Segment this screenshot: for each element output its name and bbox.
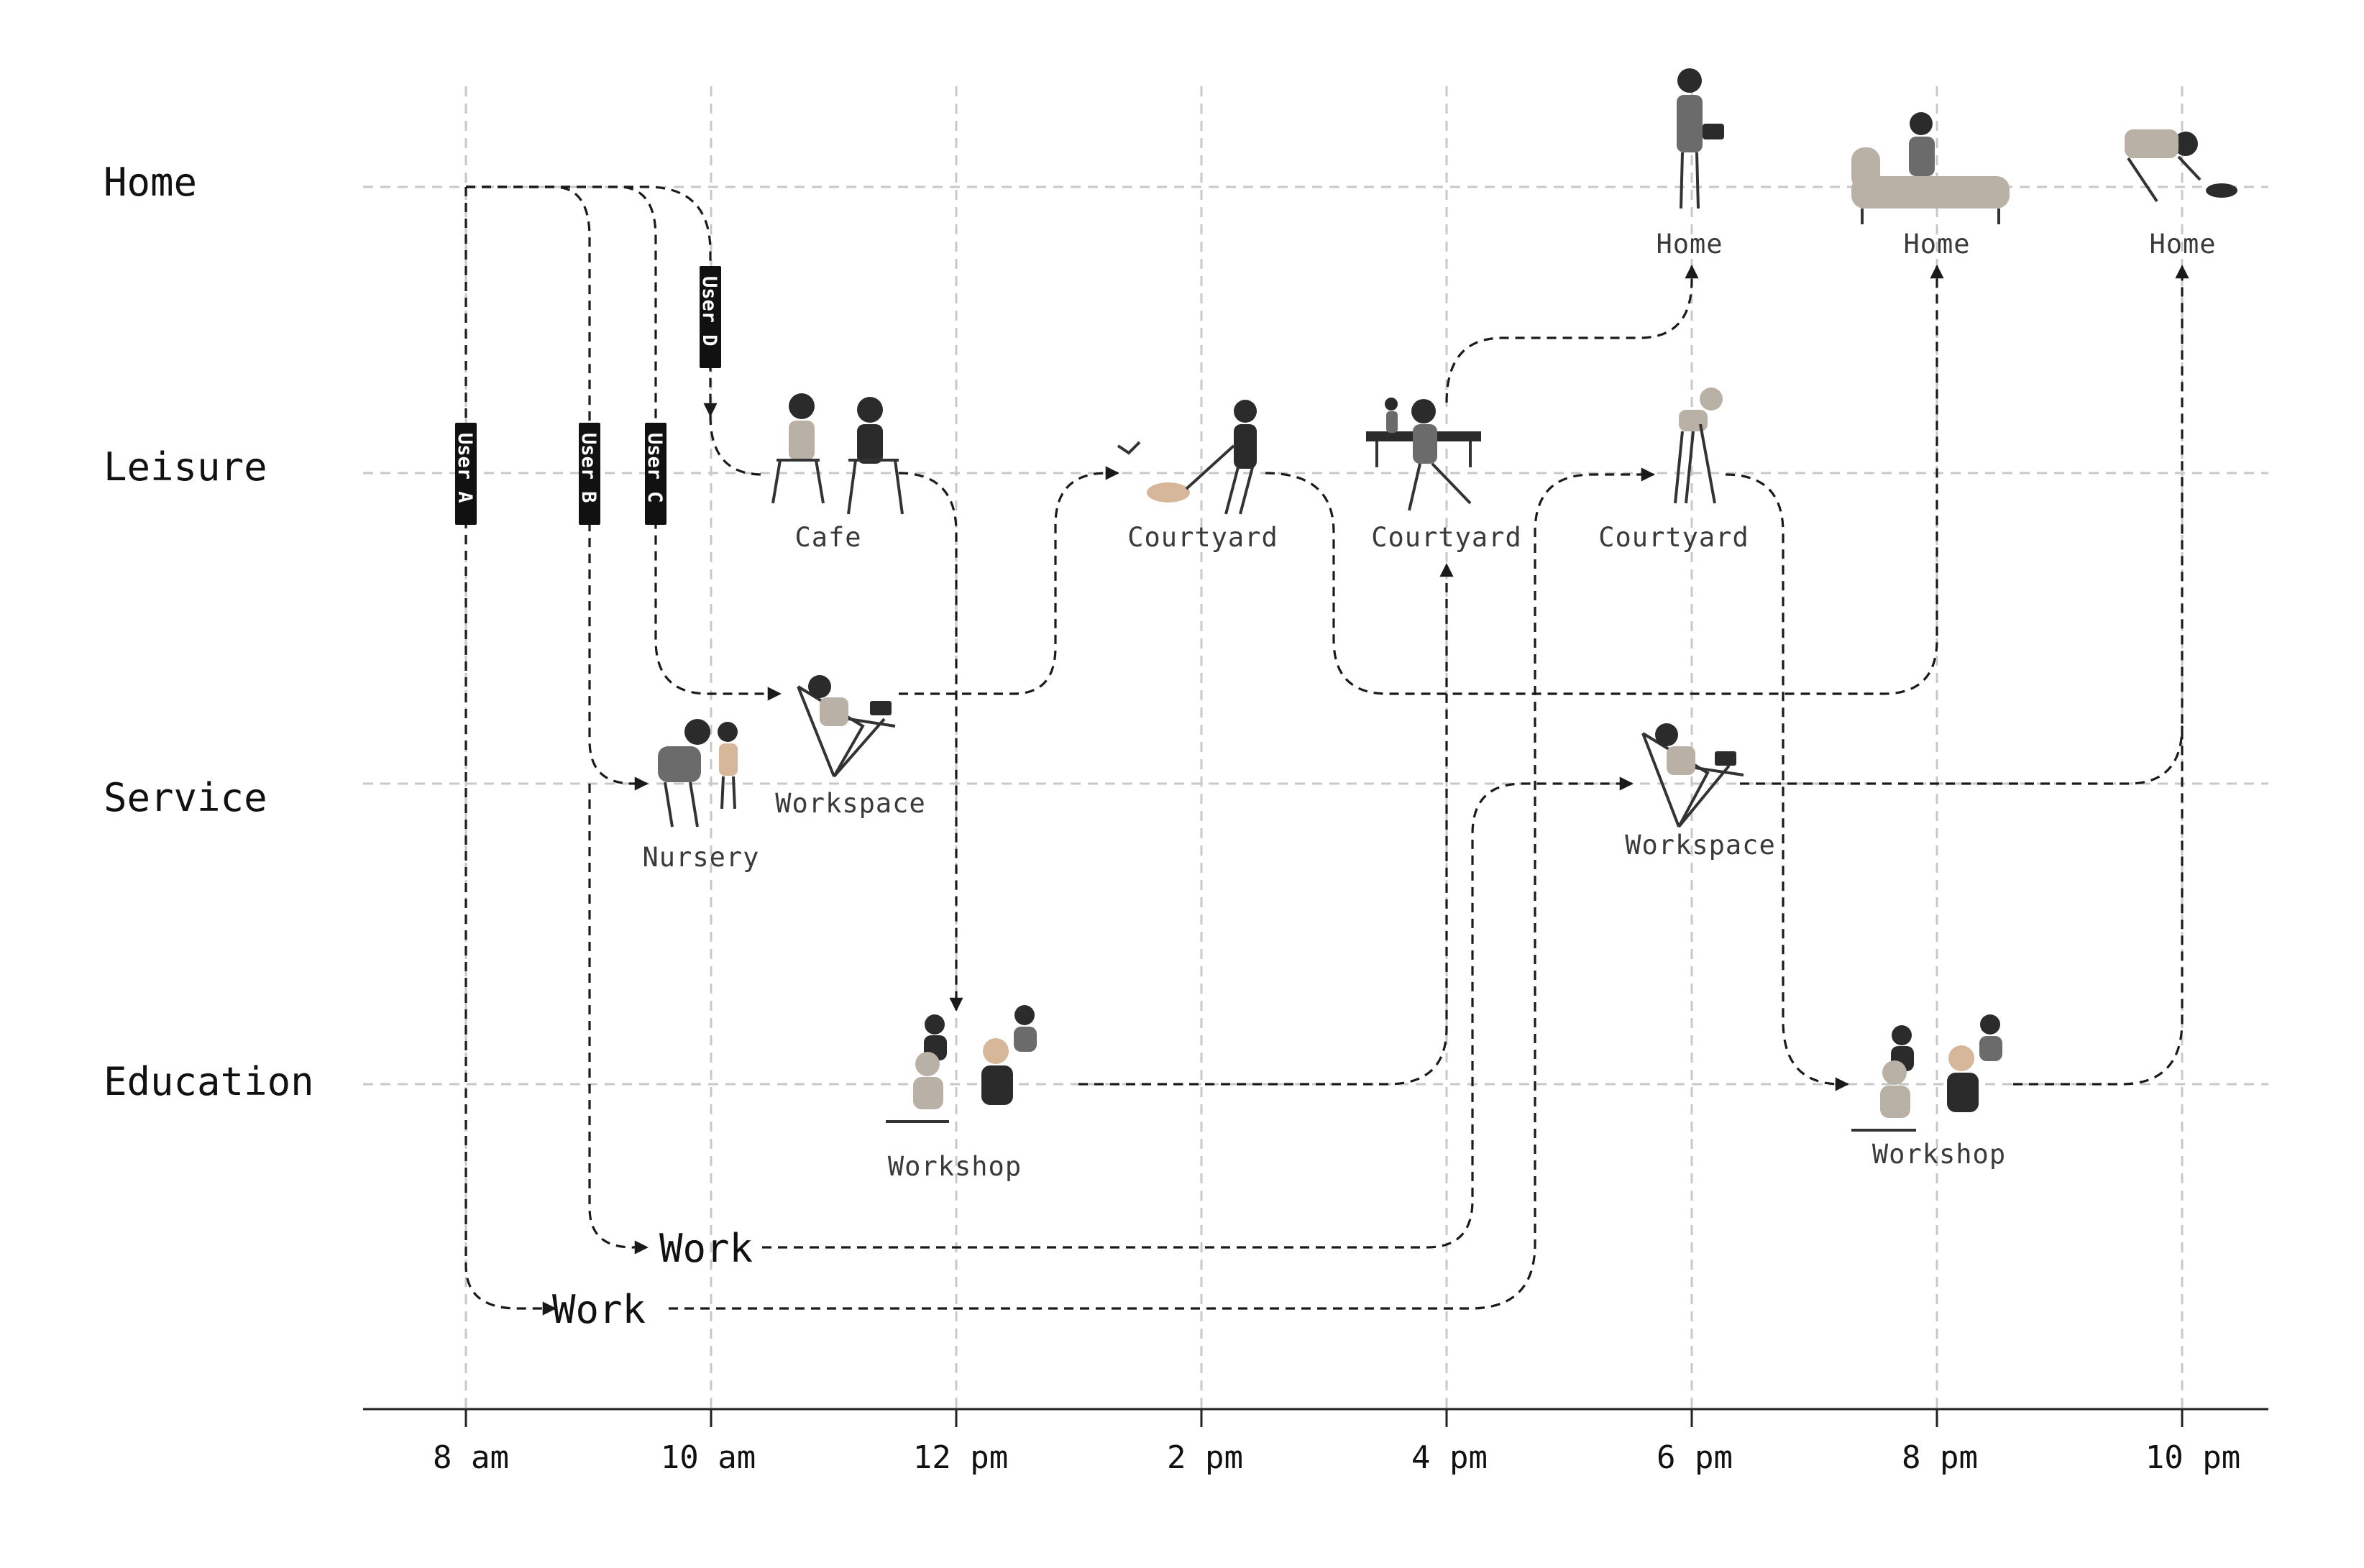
home-pet-person-icon <box>2125 129 2237 203</box>
category-label-service: Service <box>104 775 267 820</box>
axis-ticks <box>464 1409 2184 1427</box>
workshop-group-icon-2 <box>1851 1014 2002 1132</box>
svg-text:User D: User D <box>698 276 720 347</box>
place-labels: Cafe Courtyard Courtyard Courtyard Home … <box>643 229 2216 1182</box>
cafe-people-icon <box>771 393 904 515</box>
path-user-d-home-to-cafe <box>466 185 718 417</box>
tick-label-2pm: 2 pm <box>1167 1439 1243 1476</box>
place-label-home-2: Home <box>1903 229 1970 260</box>
tick-label-6pm: 6 pm <box>1657 1439 1733 1476</box>
svg-text:User B: User B <box>577 433 600 503</box>
tick-label-4pm: 4 pm <box>1411 1439 1488 1476</box>
time-labels: 8 am 10 am 12 pm 2 pm 4 pm 6 pm 8 pm 10 … <box>433 1439 2240 1476</box>
path-user-c-workspace-to-courtyard <box>899 466 1119 695</box>
place-label-home-1: Home <box>1656 229 1723 260</box>
path-user-d-cafe-to-workshop <box>898 472 963 1012</box>
tick-label-8am: 8 am <box>433 1439 509 1476</box>
path-user-c-courtyard-to-home <box>1265 265 1944 695</box>
place-label-cafe: Cafe <box>794 522 861 553</box>
path-user-b-to-work <box>588 784 649 1255</box>
tick-label-10pm: 10 pm <box>2145 1439 2240 1476</box>
user-tags: User A User B User C User D <box>454 266 721 525</box>
place-label-home-3: Home <box>2149 229 2216 260</box>
category-label-home: Home <box>104 160 197 205</box>
user-tag-c: User C <box>643 423 666 525</box>
path-user-a-to-work <box>464 187 556 1316</box>
place-label-workshop-2: Workshop <box>1872 1139 2006 1170</box>
work-label-user-a: Work <box>552 1287 646 1332</box>
path-user-c-home-to-workspace <box>466 185 782 701</box>
path-user-a-courtyard-to-workshop <box>1725 473 1849 1091</box>
people-figures <box>658 68 2237 1132</box>
svg-text:User A: User A <box>454 433 476 503</box>
user-tag-a: User A <box>454 423 477 525</box>
svg-text:User C: User C <box>643 433 666 503</box>
category-labels: Home Leisure Service Education <box>104 160 314 1104</box>
category-gridlines <box>363 185 2268 1086</box>
workspace-person-icon-2 <box>1641 723 1744 828</box>
place-label-workspace-2: Workspace <box>1625 830 1775 861</box>
path-user-d-into-cafe <box>709 415 763 476</box>
category-label-leisure: Leisure <box>104 444 267 490</box>
user-tag-b: User B <box>577 423 600 525</box>
place-label-nursery: Nursery <box>643 842 760 873</box>
category-label-education: Education <box>104 1059 314 1104</box>
workspace-person-icon-1 <box>797 675 896 778</box>
work-label-user-b: Work <box>659 1226 753 1271</box>
courtyard-sweeper-icon <box>1674 388 1723 504</box>
home-cooking-person-icon <box>1677 68 1724 209</box>
nursery-people-icon <box>658 719 738 827</box>
place-label-courtyard-2: Courtyard <box>1371 522 1521 553</box>
place-label-courtyard-3: Courtyard <box>1598 522 1749 553</box>
path-user-d-workshop-to-courtyard <box>1078 563 1454 1086</box>
place-label-courtyard-1: Courtyard <box>1127 522 1278 553</box>
path-user-d-courtyard-to-home <box>1445 265 1699 403</box>
place-label-workshop-1: Workshop <box>888 1151 1022 1182</box>
work-labels: Work Work <box>552 1226 753 1332</box>
path-user-a-work-to-courtyard <box>669 467 1655 1310</box>
user-paths <box>464 185 2189 1316</box>
courtyard-ping-pong-icon <box>1366 398 1481 511</box>
courtyard-dog-walker-icon <box>1117 400 1257 515</box>
home-sofa-icon <box>1851 112 2010 224</box>
path-user-a-workshop-to-home <box>2013 265 2189 1086</box>
user-tag-d: User D <box>698 266 721 368</box>
workshop-group-icon-1 <box>886 1005 1037 1123</box>
tick-label-8pm: 8 pm <box>1902 1439 1978 1476</box>
tick-label-12pm: 12 pm <box>913 1439 1008 1476</box>
tick-label-10am: 10 am <box>661 1439 756 1476</box>
path-user-b-home-to-nursery <box>466 185 649 791</box>
path-user-b-work-to-workspace <box>762 776 1634 1249</box>
path-user-b-workspace-to-home <box>1740 725 2184 785</box>
place-label-workspace-1: Workspace <box>775 788 925 819</box>
